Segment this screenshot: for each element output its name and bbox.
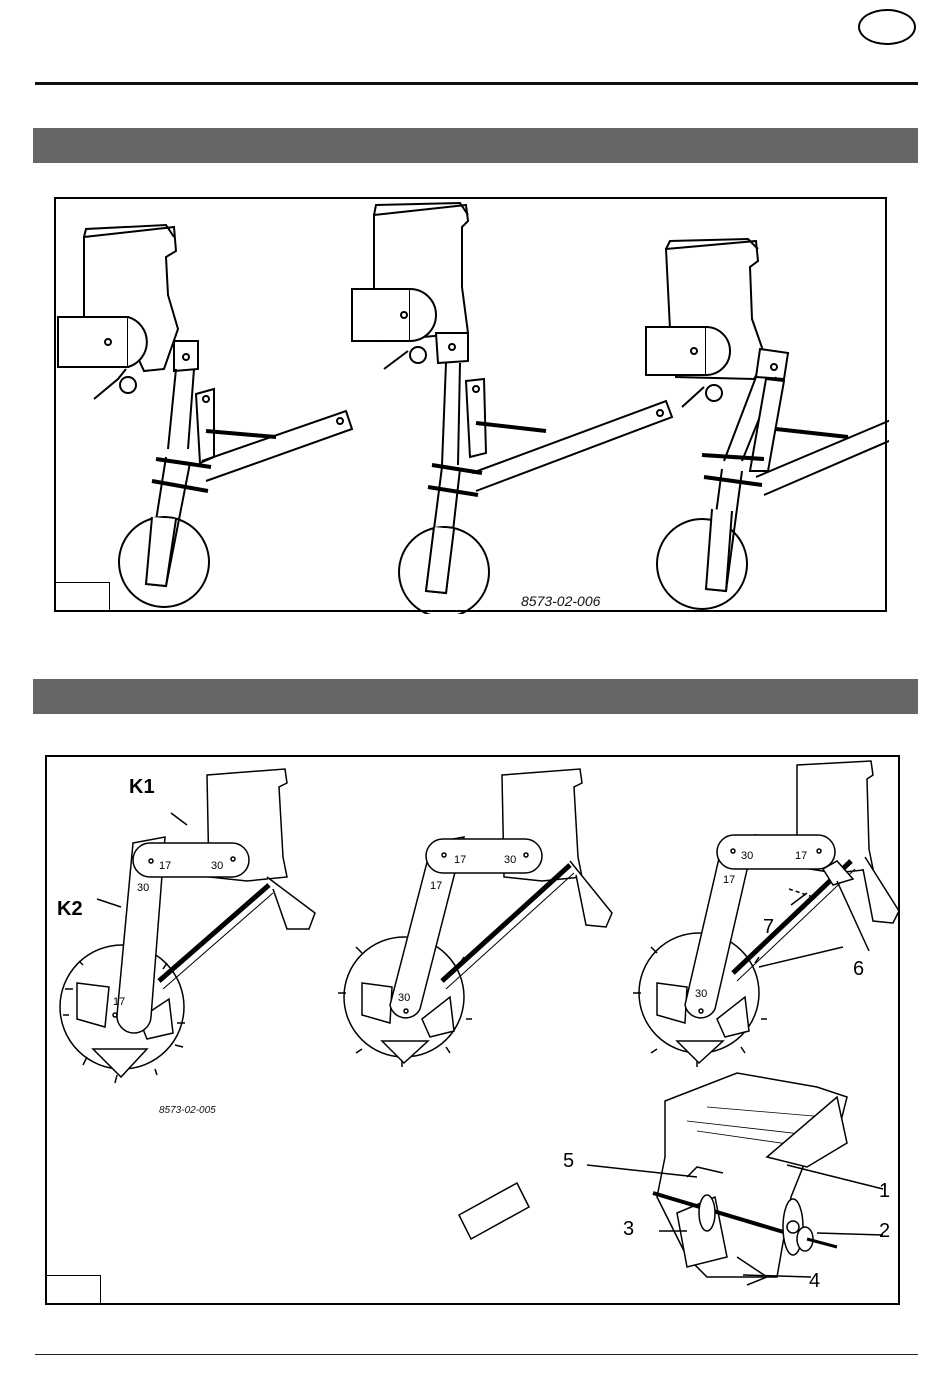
label-k2-30: 30 xyxy=(137,882,149,894)
callout-3: 3 xyxy=(623,1218,634,1240)
label-k2-17: 17 xyxy=(113,996,125,1008)
footer-rule xyxy=(35,1354,918,1355)
section-bar-2 xyxy=(33,679,918,714)
label-r-30: 30 xyxy=(741,850,753,862)
callout-5: 5 xyxy=(563,1150,574,1172)
callout-1: 1 xyxy=(879,1180,890,1202)
figure-1-corner-box xyxy=(56,582,110,610)
planter-unit-left xyxy=(58,225,352,607)
figure-2-drawing: K1 K2 17 30 30 17 17 30 17 30 xyxy=(47,757,902,1307)
figure-1-frame: 8573-02-006 xyxy=(54,197,887,612)
callout-7: 7 xyxy=(763,916,774,938)
callout-6: 6 xyxy=(853,958,864,980)
label-m-17b: 17 xyxy=(430,880,442,892)
label-k1: K1 xyxy=(129,776,155,798)
drive-detail-view: 5 3 1 2 4 xyxy=(459,1073,890,1292)
label-r-30b: 30 xyxy=(695,988,707,1000)
language-badge xyxy=(858,9,916,45)
label-k1-30: 30 xyxy=(211,860,223,872)
planter-unit-right xyxy=(646,239,889,609)
gauge-wheel-assembly-middle: 17 30 17 30 xyxy=(338,769,612,1067)
gauge-wheel-assembly-left: K1 K2 17 30 30 17 xyxy=(57,769,315,1083)
header-rule xyxy=(35,82,918,85)
label-k1-17: 17 xyxy=(159,860,171,872)
figure-2-frame: K1 K2 17 30 30 17 17 30 17 30 xyxy=(45,755,900,1305)
figure-1-drawing xyxy=(56,199,889,614)
gauge-wheel-assembly-right: 30 17 17 30 7 6 xyxy=(633,761,899,1067)
callout-2: 2 xyxy=(879,1220,890,1242)
figure-2-corner-box xyxy=(47,1275,101,1303)
label-r-17: 17 xyxy=(795,850,807,862)
section-bar-1 xyxy=(33,128,918,163)
callout-4: 4 xyxy=(809,1270,820,1292)
planter-unit-middle xyxy=(352,203,672,614)
figure-2-code: 8573-02-005 xyxy=(159,1105,216,1116)
label-m-30b: 30 xyxy=(398,992,410,1004)
label-m-30: 30 xyxy=(504,854,516,866)
figure-1-code: 8573-02-006 xyxy=(521,593,600,609)
label-m-17: 17 xyxy=(454,854,466,866)
label-k2: K2 xyxy=(57,898,83,920)
label-r-17b: 17 xyxy=(723,874,735,886)
